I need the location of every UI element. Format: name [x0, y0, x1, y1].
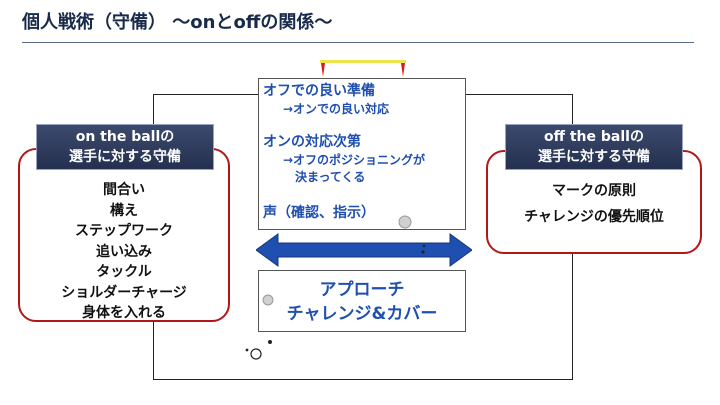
- list-item: 構え: [110, 202, 138, 219]
- list-item: タックル: [96, 264, 152, 280]
- center-line5: 決まってくる: [295, 170, 366, 184]
- list-item: ショルダーチャージ: [61, 284, 187, 301]
- approach-line2: チャレンジ&カバー: [286, 304, 438, 324]
- center-line6: 声（確認、指示）: [263, 205, 375, 221]
- approach-line1: アプローチ: [319, 280, 405, 300]
- center-line2: →オンでの良い対応: [283, 102, 390, 116]
- off-the-ball-list: マークの原則 チャレンジの優先順位: [486, 178, 702, 230]
- list-item: マークの原則: [552, 183, 636, 199]
- double-arrow-icon: [256, 233, 472, 267]
- ball-marker: [245, 348, 249, 352]
- list-item: 間合い: [103, 182, 145, 198]
- on-the-ball-label: on the ballの 選手に対する守備: [36, 124, 214, 170]
- ball-marker: [421, 250, 425, 254]
- list-item: 身体を入れる: [82, 305, 166, 321]
- list-item: 追い込み: [96, 243, 152, 260]
- relationship-box: オフでの良い準備 →オンでの良い対応 オンの対応次第 →オフのポジショニングが …: [258, 78, 466, 230]
- center-line1: オフでの良い準備: [263, 83, 375, 99]
- center-line4: →オフのポジショニングが: [283, 153, 426, 167]
- off-the-ball-label: off the ballの 選手に対する守備: [505, 124, 683, 170]
- off-the-ball-label-line1: off the ballの: [544, 129, 644, 145]
- on-the-ball-label-line2: 選手に対する守備: [69, 149, 181, 165]
- ball-marker: [268, 340, 272, 344]
- approach-box: アプローチ チャレンジ&カバー: [258, 270, 466, 332]
- on-the-ball-panel: [18, 148, 230, 322]
- title-divider: [22, 42, 694, 43]
- on-the-ball-list: 間合い 構え ステップワーク 追い込み タックル ショルダーチャージ 身体を入れ…: [18, 180, 230, 324]
- on-the-ball-label-line1: on the ballの: [75, 129, 175, 145]
- list-item: チャレンジの優先順位: [524, 209, 664, 225]
- list-item: ステップワーク: [75, 223, 173, 239]
- ball-marker: [422, 244, 426, 248]
- player-marker: [262, 294, 274, 306]
- player-marker: [398, 215, 412, 229]
- page-title: 個人戦術（守備） ～onとoffの関係～: [22, 12, 333, 33]
- off-the-ball-label-line2: 選手に対する守備: [538, 149, 650, 165]
- goal-icon: [320, 60, 406, 77]
- player-marker: [250, 348, 262, 360]
- center-line3: オンの対応次第: [263, 134, 361, 150]
